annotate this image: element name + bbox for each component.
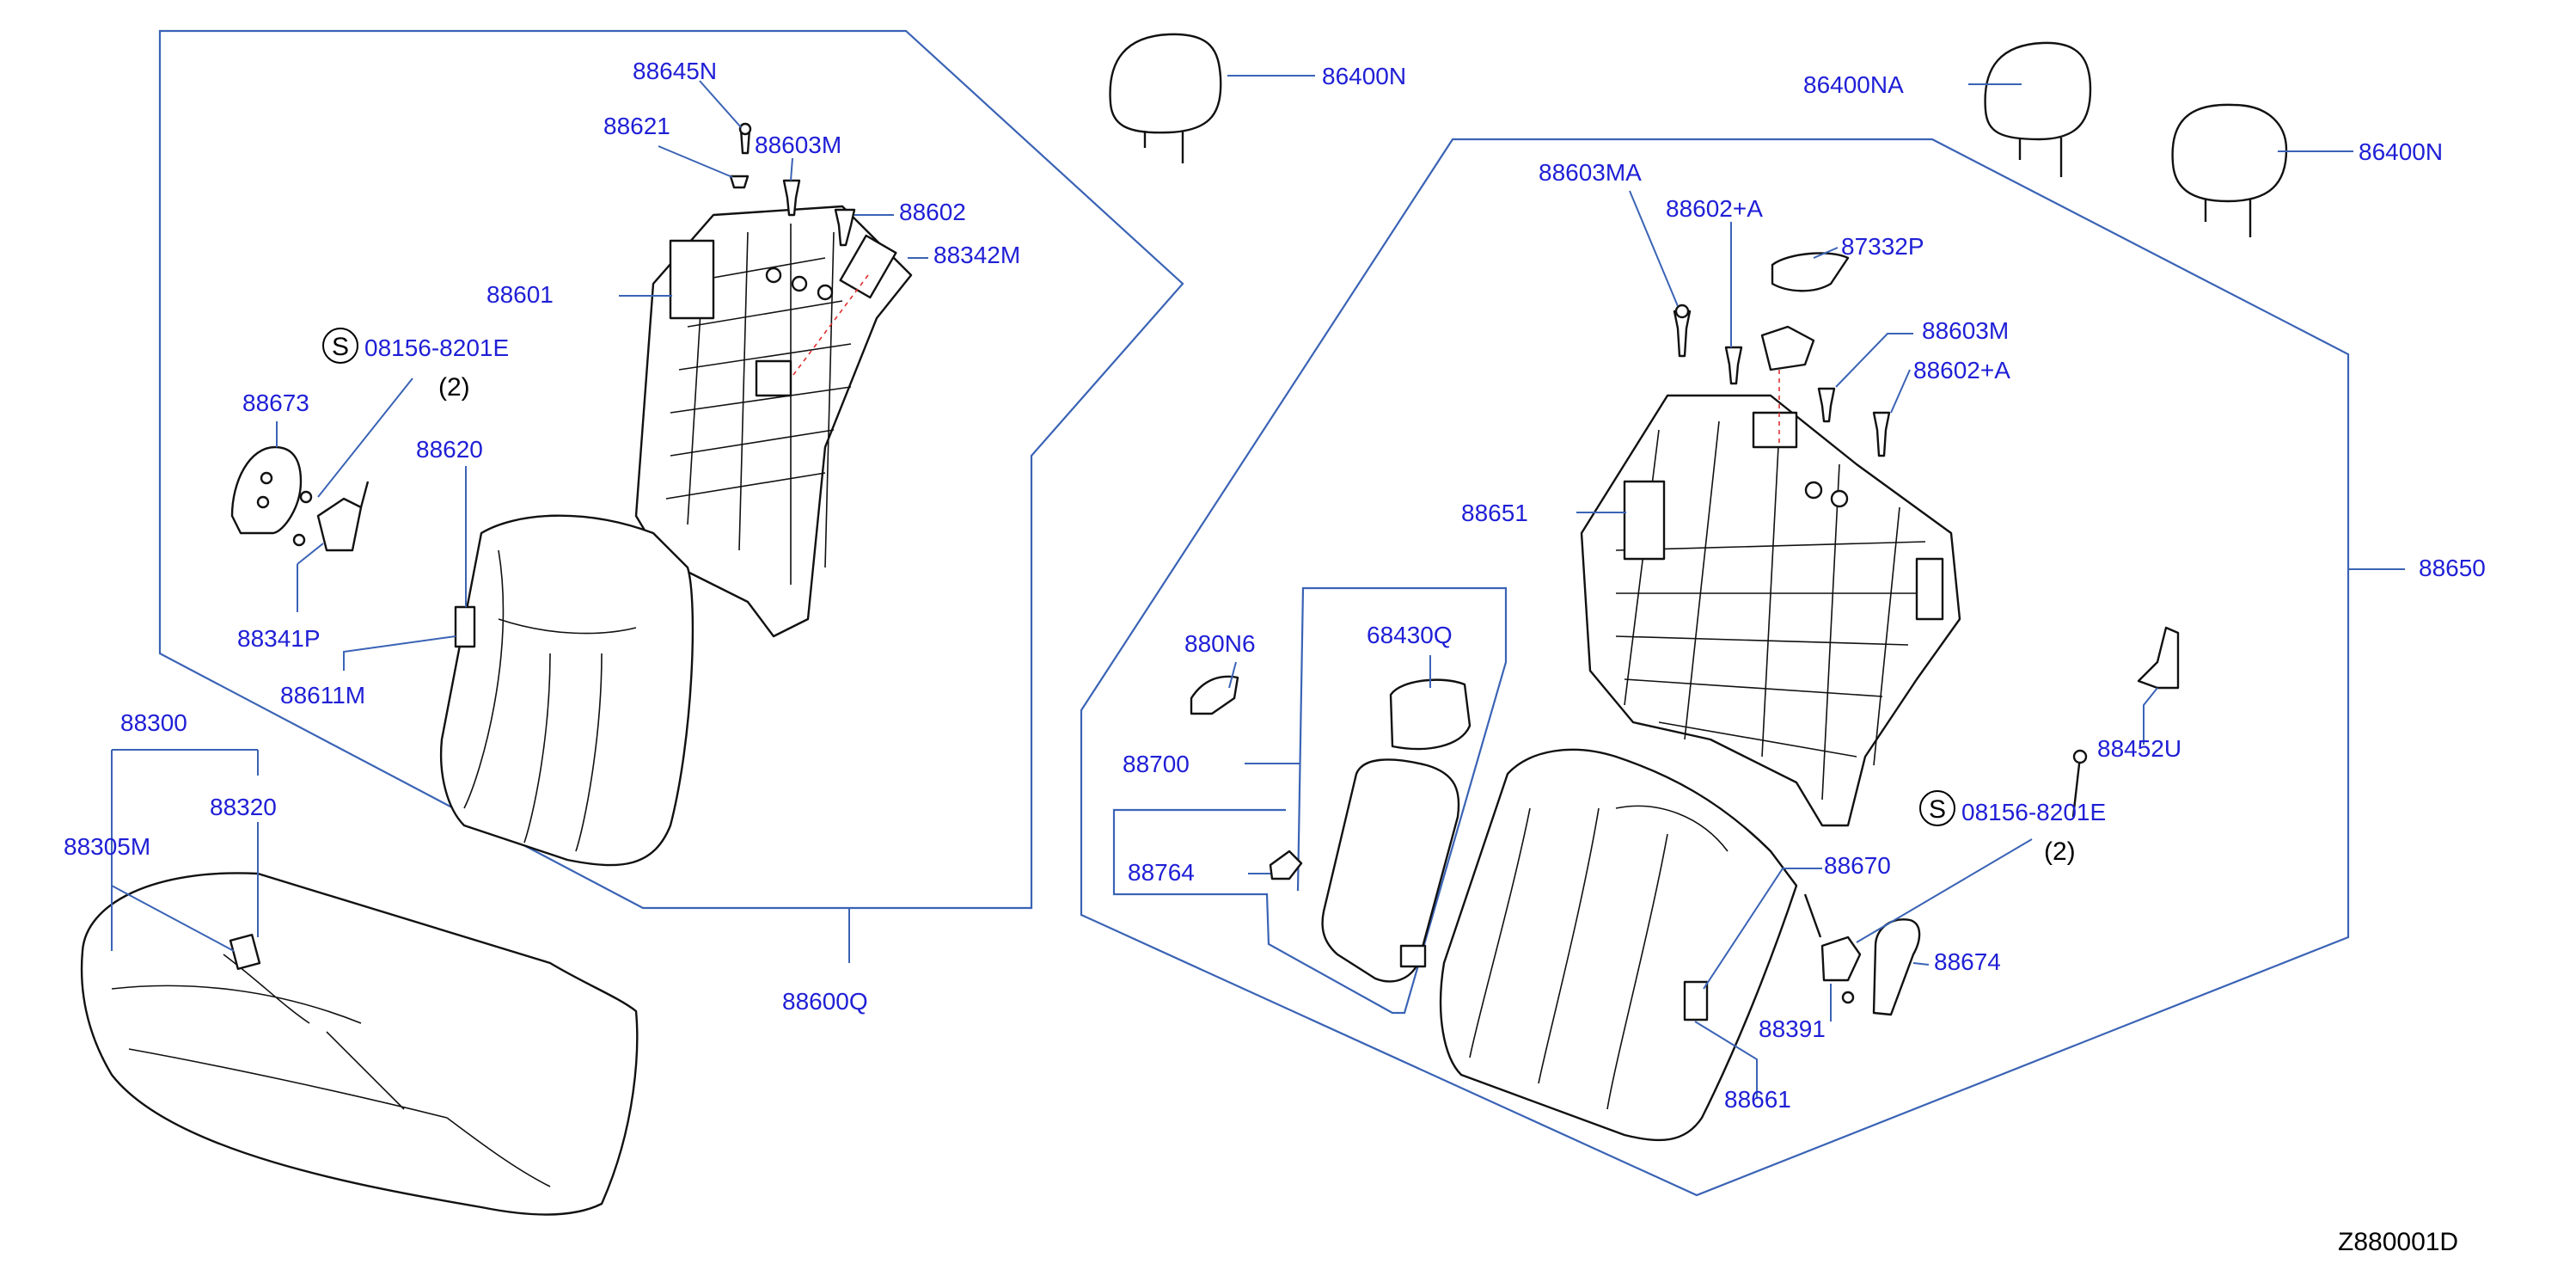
label-08156-right: 08156-8201E (1961, 799, 2106, 825)
standard-part-symbol-left (322, 328, 358, 364)
hook-88611M (454, 605, 476, 648)
label-88650: 88650 (2419, 555, 2486, 581)
cover-88452U (2137, 626, 2180, 690)
label-88674: 88674 (1934, 948, 2001, 975)
label-88341P: 88341P (237, 625, 321, 652)
label-86400N-right: 86400N (2359, 138, 2443, 165)
label-88391: 88391 (1759, 1015, 1826, 1042)
label-88602A-top: 88602+A (1666, 195, 1763, 222)
label-88602: 88602 (899, 199, 966, 225)
clip-88602A-top (1724, 346, 1743, 385)
armrest-88700 (1321, 758, 1460, 983)
label-88764: 88764 (1128, 859, 1195, 886)
headrest-86400NA (1984, 41, 2092, 177)
bolt-88452U (2071, 749, 2088, 818)
clip-88603M-right (1817, 387, 1836, 423)
bracket-88391 (1803, 893, 1862, 1004)
seatback-cushion-88620 (439, 514, 694, 867)
label-88603M-left: 88603M (755, 132, 841, 158)
label-88651: 88651 (1461, 500, 1528, 526)
label-88452U: 88452U (2097, 735, 2181, 762)
label-88661: 88661 (1724, 1086, 1791, 1113)
quantity-left: (2) (438, 373, 470, 402)
standard-part-symbol-right (1919, 790, 1955, 826)
clip-88603MA (1673, 304, 1692, 358)
label-88600Q: 88600Q (782, 988, 868, 1015)
bracket-87332P-base (1760, 325, 1815, 371)
clip-88621 (729, 175, 750, 189)
label-88320: 88320 (210, 794, 277, 820)
clip-880N6 (1190, 675, 1239, 715)
headrest-86400N-left (1109, 33, 1222, 163)
group-boundary-88650 (1080, 138, 2350, 1197)
label-88673: 88673 (242, 390, 309, 416)
group-boundary-88700 (1112, 586, 1508, 1015)
label-08156-left: 08156-8201E (364, 334, 509, 361)
clip-88603M-left (782, 179, 801, 217)
label-86400N-left: 86400N (1322, 63, 1406, 89)
label-88670: 88670 (1824, 852, 1891, 879)
seatback-cushion-88661 (1439, 748, 1798, 1142)
label-88611M: 88611M (280, 682, 365, 709)
label-88305M: 88305M (64, 833, 150, 860)
trim-88674 (1872, 918, 1921, 1016)
leader-lines (111, 75, 2405, 1099)
label-88645N: 88645N (633, 58, 717, 84)
clip-88645N (738, 122, 752, 155)
label-88700: 88700 (1123, 751, 1190, 777)
seatback-frame-88651 (1580, 361, 1961, 827)
headrest-86400N-right (2171, 103, 2288, 237)
group-boundary-88600Q (158, 29, 1184, 910)
label-68430Q: 68430Q (1367, 622, 1453, 648)
clip-88602A-mid (1872, 411, 1891, 457)
label-88621: 88621 (603, 113, 670, 139)
seat-cushion-88300 (80, 872, 639, 1216)
bracket-88341P (292, 481, 370, 552)
trim-88673 (230, 445, 303, 535)
label-88602A-mid: 88602+A (1913, 357, 2010, 383)
cupholder-68430Q (1389, 678, 1472, 751)
symbol-s-left: S (332, 333, 349, 361)
clip-88602 (834, 208, 856, 247)
quantity-right: (2) (2044, 837, 2076, 866)
label-88300: 88300 (120, 709, 187, 736)
label-88603M-right: 88603M (1922, 317, 2009, 344)
label-88601: 88601 (486, 281, 554, 308)
label-88620: 88620 (416, 436, 483, 463)
label-87332P: 87332P (1841, 233, 1924, 260)
cover-87332P (1771, 252, 1850, 292)
label-86400NA: 86400NA (1803, 71, 1904, 98)
clip-88764 (1269, 850, 1303, 880)
label-88342M: 88342M (933, 242, 1020, 268)
diagram-code: Z880001D (2338, 1228, 2458, 1256)
label-88603MA: 88603MA (1539, 159, 1642, 186)
symbol-s-right: S (1929, 795, 1946, 824)
label-880N6: 880N6 (1184, 630, 1256, 657)
